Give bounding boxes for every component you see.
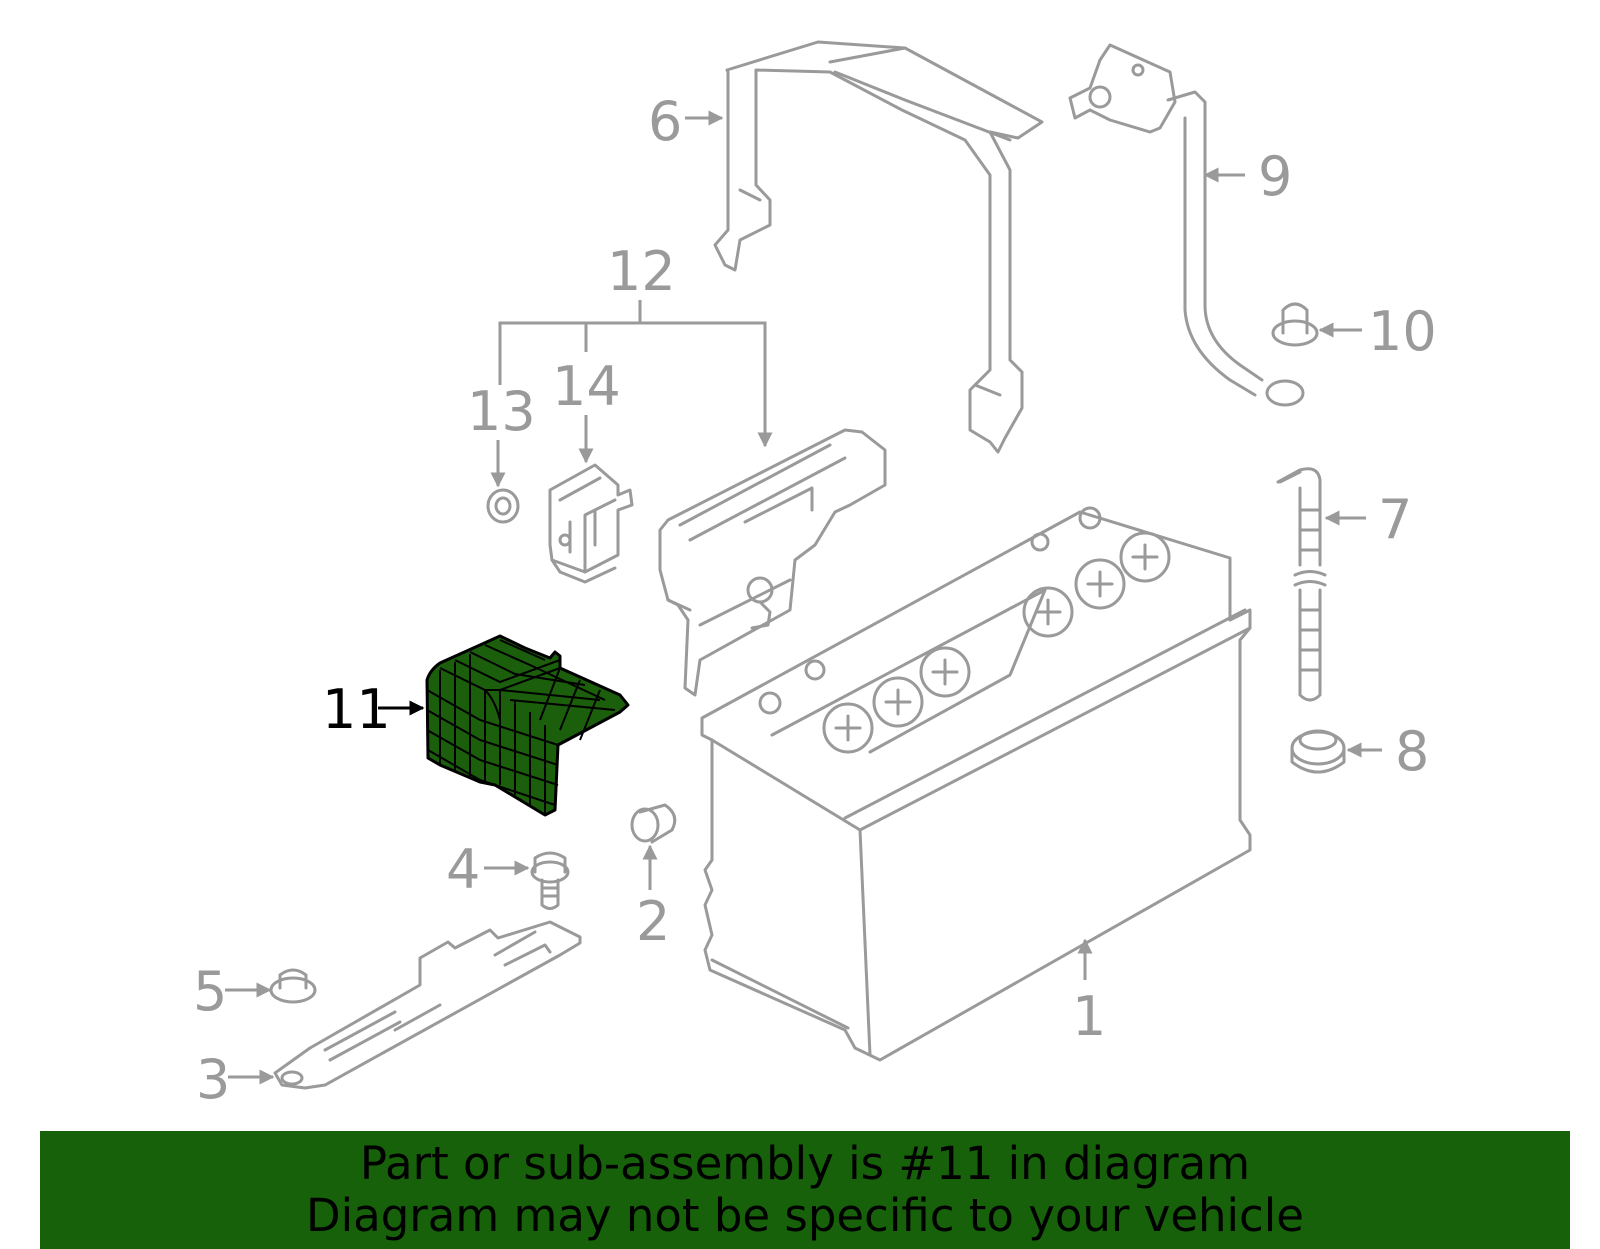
- callout-labels: 6 9 12 10 14 13 7 11 8 4 2 5 1 3: [193, 90, 1437, 1111]
- callout-1: 1: [1072, 985, 1106, 1048]
- callout-9: 9: [1258, 145, 1292, 208]
- part-6-hold-down-strap: [713, 40, 1044, 454]
- callout-12: 12: [607, 240, 676, 303]
- callout-14: 14: [552, 355, 621, 418]
- part-3-bracket: [273, 920, 582, 1090]
- leader-arrows: [225, 110, 1382, 1085]
- banner-line-1: Part or sub-assembly is #11 in diagram: [359, 1137, 1251, 1190]
- part-7-vent-hose: [1276, 467, 1327, 702]
- callout-13: 13: [467, 380, 536, 443]
- callout-2: 2: [636, 890, 670, 953]
- part-10-nut: [1271, 302, 1319, 347]
- callout-7: 7: [1378, 488, 1412, 551]
- part-14-sensor: [548, 463, 634, 584]
- callout-10: 10: [1368, 300, 1437, 363]
- callout-5: 5: [193, 960, 227, 1023]
- parts-diagram: 6 9 12 10 14 13 7 11 8 4 2 5 1 3: [193, 40, 1437, 1111]
- callout-11: 11: [322, 678, 391, 741]
- banner-line-2: Diagram may not be specific to your vehi…: [306, 1189, 1304, 1242]
- part-13-clip: [486, 488, 520, 524]
- part-4-bolt: [530, 851, 570, 910]
- part-8-grommet: [1290, 729, 1346, 774]
- callout-4: 4: [446, 838, 480, 901]
- part-1-battery: [700, 506, 1252, 1062]
- callout-8: 8: [1395, 720, 1429, 783]
- part-2-plug: [630, 803, 677, 844]
- part-11-heat-shield-highlighted: [425, 634, 630, 817]
- callout-6: 6: [648, 90, 682, 153]
- callout-3: 3: [196, 1048, 230, 1111]
- info-banner: Part or sub-assembly is #11 in diagram D…: [40, 1131, 1570, 1249]
- part-9-battery-cable: [1068, 43, 1305, 407]
- part-12-battery-cover: [658, 428, 887, 697]
- part-5-nut: [269, 968, 317, 1004]
- callout-12-bracket: [498, 300, 773, 448]
